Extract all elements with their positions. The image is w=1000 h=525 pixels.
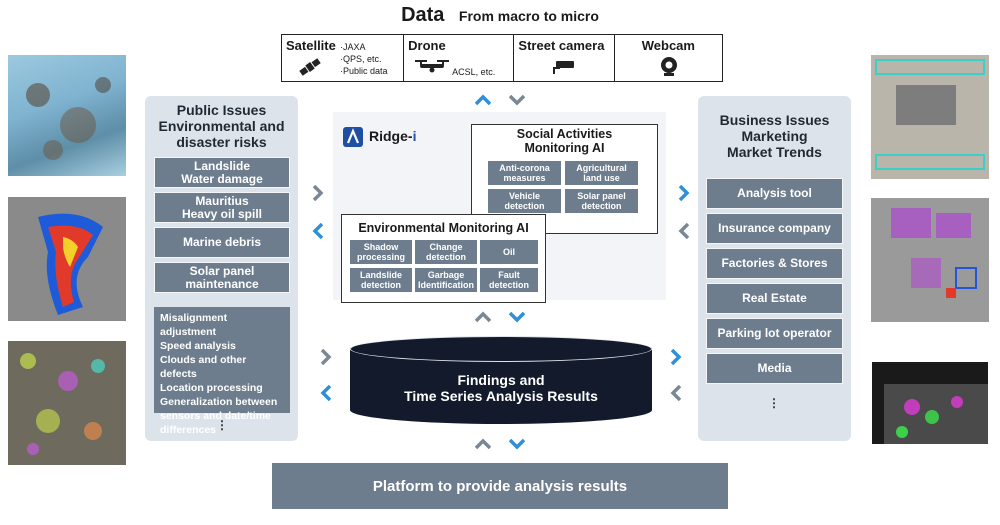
list-item: Misalignment adjustment — [160, 312, 228, 338]
real-estate-button[interactable]: Real Estate — [706, 283, 843, 314]
satellite-icon — [299, 58, 321, 76]
satellite-photo-texture — [26, 77, 111, 160]
street-analysis-photo — [872, 362, 988, 444]
down-arrow-icon — [509, 436, 525, 452]
list-item: Speed analysis — [160, 340, 236, 352]
street-camera-icon — [553, 61, 575, 74]
left-arrow-icon — [676, 223, 692, 239]
list-item: sensors and date/time — [160, 410, 271, 422]
source-webcam: Webcam — [615, 35, 722, 81]
building-detection-overlay — [891, 208, 977, 298]
drone-note: ACSL, etc. — [452, 67, 496, 77]
ridge-i-logo: Ridge-i — [369, 128, 417, 144]
right-arrow-icon — [318, 349, 334, 365]
satellite-item: ·Public data — [340, 66, 388, 76]
data-sources-box: Satellite ·JAXA ·QPS, etc. ·Public data … — [281, 34, 723, 82]
business-issues-title: Business Issues Marketing Market Trends — [719, 112, 830, 160]
oil-spill-heatmap-photo — [8, 197, 126, 321]
marine-debris-button[interactable]: Marine debris — [154, 227, 290, 258]
factories-stores-button[interactable]: Factories & Stores — [706, 248, 843, 279]
env-ai-title: Environmental Monitoring AI — [358, 221, 529, 235]
insurance-company-button[interactable]: Insurance company — [706, 213, 843, 244]
drone-icon — [415, 60, 450, 73]
down-arrow-icon — [509, 309, 525, 325]
media-button[interactable]: Media — [706, 353, 843, 384]
satellite-item: ·JAXA — [340, 42, 366, 52]
up-arrow-icon — [475, 92, 491, 108]
street-analysis-overlay — [884, 384, 988, 444]
source-street-camera: Street camera — [514, 35, 615, 81]
results-database-top — [350, 336, 652, 362]
marine-debris-photo — [8, 341, 126, 465]
analysis-tool-button[interactable]: Analysis tool — [706, 178, 843, 209]
ridge-i-logo-icon — [343, 127, 363, 147]
list-item: Location processing — [160, 382, 263, 394]
down-arrow-icon — [509, 92, 525, 108]
source-street-camera-label: Street camera — [518, 38, 605, 53]
left-arrow-icon — [318, 385, 334, 401]
platform-bar: Platform to provide analysis results — [272, 463, 728, 509]
marine-debris-overlay — [20, 353, 105, 455]
parking-lot-overlay — [875, 59, 985, 170]
satellite-photo-water — [8, 55, 126, 176]
public-issues-title: Public Issues Environmental and disaster… — [158, 102, 285, 150]
up-arrow-icon — [475, 436, 491, 452]
right-panel-ellipsis: ⋮ — [768, 396, 780, 410]
page-title: Data — [401, 4, 445, 26]
list-item: differences — [160, 424, 217, 436]
oil-spill-heatmap — [38, 213, 103, 315]
webcam-icon — [660, 57, 677, 76]
up-arrow-icon — [475, 309, 491, 325]
building-detection-photo — [871, 198, 989, 322]
processing-list: Misalignment adjustment Speed analysis C… — [154, 307, 290, 436]
right-arrow-icon — [310, 185, 326, 201]
list-item: Clouds and other defects — [160, 354, 247, 380]
left-arrow-icon — [668, 385, 684, 401]
source-satellite-label: Satellite — [286, 38, 336, 53]
header: Data From macro to micro — [0, 4, 1000, 27]
source-drone-label: Drone — [408, 38, 446, 53]
results-label: Findings and Time Series Analysis Result… — [404, 372, 598, 404]
public-issues-panel: Public Issues Environmental and disaster… — [145, 96, 298, 441]
source-drone: Drone ACSL, etc. — [404, 35, 515, 81]
source-satellite: Satellite ·JAXA ·QPS, etc. ·Public data — [282, 35, 405, 81]
business-issues-panel: Business Issues Marketing Market Trends … — [698, 96, 851, 441]
social-ai-title: Social Activities Monitoring AI — [516, 127, 613, 155]
page-subtitle: From macro to micro — [458, 8, 599, 24]
list-item: Generalization between — [160, 396, 278, 408]
source-webcam-label: Webcam — [641, 38, 695, 53]
satellite-item: ·QPS, etc. — [340, 54, 382, 64]
left-panel-ellipsis: ⋮ — [216, 418, 228, 432]
right-arrow-icon — [676, 185, 692, 201]
parking-lot-operator-button[interactable]: Parking lot operator — [706, 318, 843, 349]
oil-cell: Oil — [480, 240, 538, 264]
parking-lot-photo — [871, 55, 989, 179]
left-arrow-icon — [310, 223, 326, 239]
right-arrow-icon — [668, 349, 684, 365]
